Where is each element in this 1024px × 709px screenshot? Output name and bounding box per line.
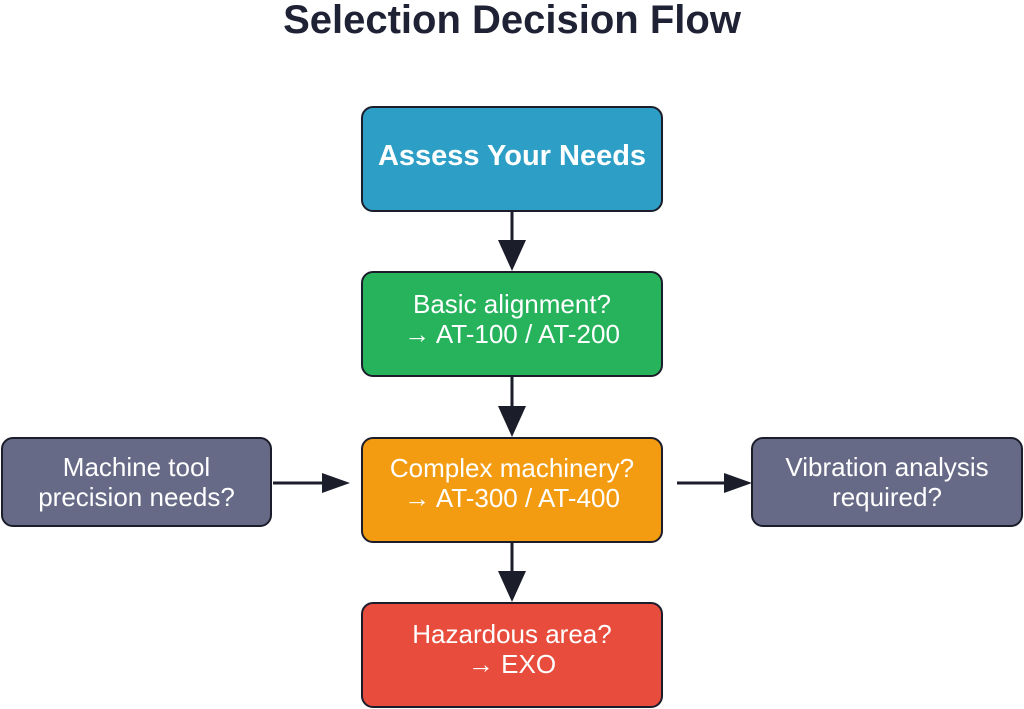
node-label: Hazardous area?	[412, 619, 612, 649]
node-basic-alignment: Basic alignment? → AT-100 / AT-200	[361, 271, 663, 377]
node-assess-needs: Assess Your Needs	[361, 106, 663, 212]
arrow-basic-to-complex	[498, 377, 526, 437]
arrow-complex-to-vibration	[677, 473, 752, 493]
node-label: Assess Your Needs	[377, 140, 647, 172]
node-label-line-2: required?	[832, 482, 942, 512]
node-label: Basic alignment?	[413, 289, 611, 319]
diagram-title: Selection Decision Flow	[283, 0, 741, 42]
node-label: Vibration analysis	[785, 452, 989, 482]
node-label: Complex machinery?	[389, 453, 635, 483]
node-vibration-analysis: Vibration analysis required?	[751, 437, 1023, 527]
node-sublabel: → AT-100 / AT-200	[404, 319, 620, 349]
node-label-line-2: precision needs?	[38, 482, 235, 512]
arrow-start-to-basic	[498, 212, 526, 271]
node-label: Machine tool	[62, 452, 211, 482]
node-machine-tool-precision: Machine tool precision needs?	[1, 437, 272, 527]
node-sublabel: → EXO	[467, 649, 557, 679]
node-complex-machinery: Complex machinery? → AT-300 / AT-400	[361, 437, 663, 543]
arrow-complex-to-hazard	[498, 543, 526, 602]
node-hazardous-area: Hazardous area? → EXO	[361, 602, 663, 708]
arrow-machine-to-complex	[273, 473, 350, 493]
node-sublabel: → AT-300 / AT-400	[404, 483, 620, 513]
